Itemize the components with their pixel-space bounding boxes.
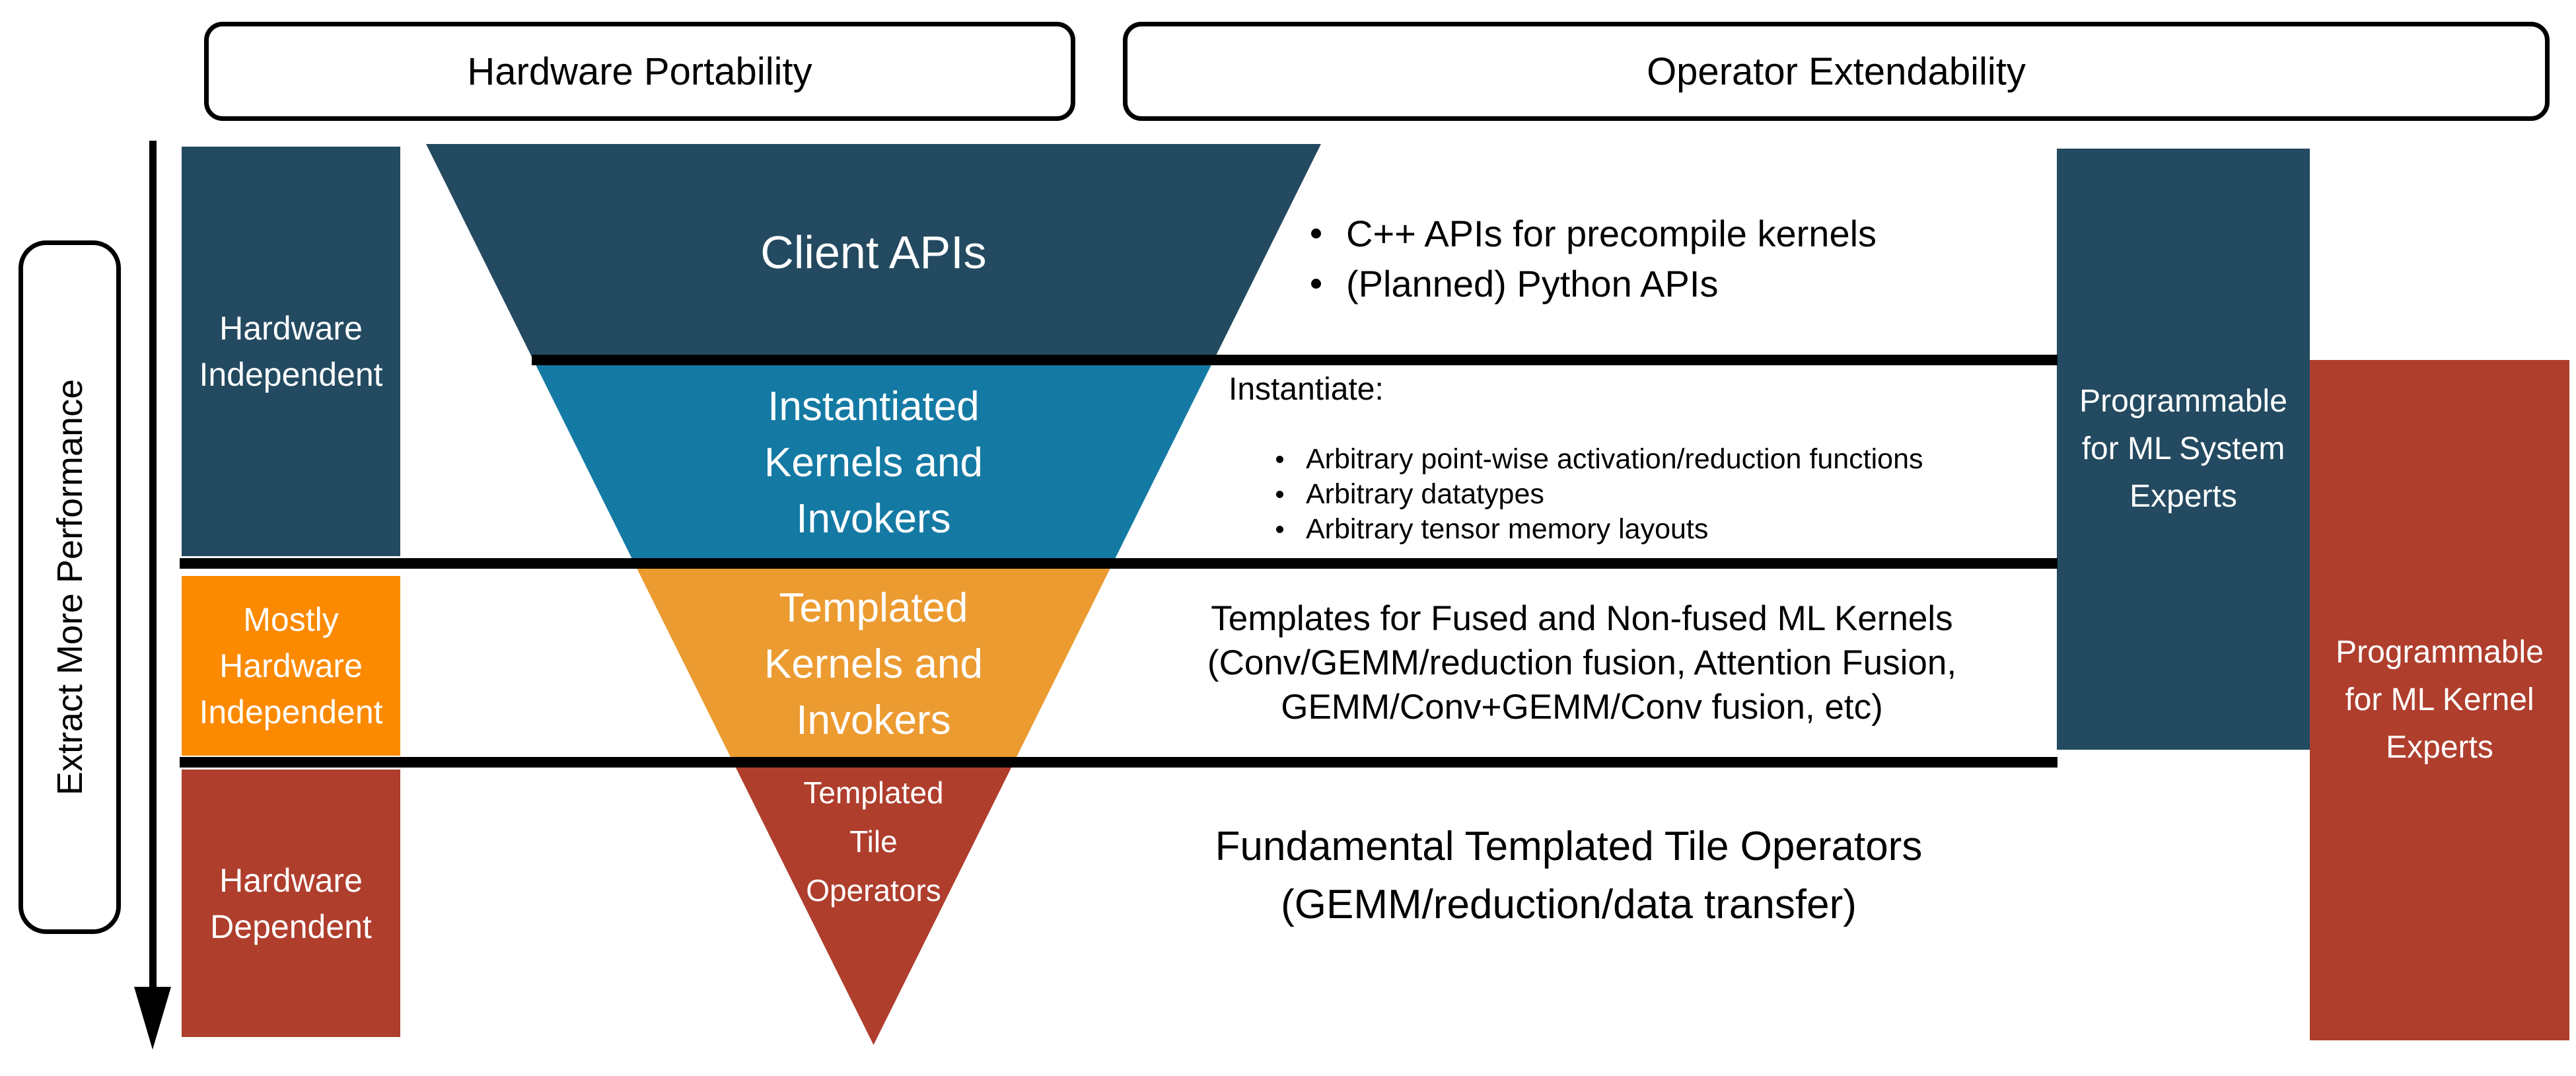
bullet-icon (1276, 526, 1283, 533)
left-box-hardware-dependent: Hardware Dependent (182, 770, 400, 1037)
funnel-label-line: Instantiated (768, 383, 980, 429)
bullet-text: Arbitrary point-wise activation/reductio… (1306, 443, 1923, 475)
fundamental-annotation-line: (GEMM/reduction/data transfer) (1281, 882, 1857, 927)
right-box-label-line: for ML Kernel (2345, 682, 2534, 717)
separator-line-1 (532, 355, 2057, 365)
right-box-label-line: Programmable (2079, 384, 2287, 419)
performance-arrow-line (149, 141, 157, 991)
funnel-layer-client-apis (426, 144, 1321, 361)
left-box-label-line: Mostly (243, 601, 339, 638)
left-box-mostly-hardware-independent: Mostly Hardware Independent (182, 576, 400, 756)
funnel-label-line: Client APIs (760, 227, 987, 278)
bullet-icon (1311, 228, 1321, 238)
funnel-label-line: Tile (849, 824, 898, 859)
funnel-label-line: Kernels and (764, 641, 983, 687)
bullet-text: Arbitrary datatypes (1306, 478, 1544, 510)
client-api-bullet-list: C++ APIs for precompile kernels (Planned… (1311, 208, 1877, 308)
list-item: Arbitrary datatypes (1276, 477, 1923, 512)
funnel-label-client-apis: Client APIs (426, 144, 1321, 361)
list-item: (Planned) Python APIs (1311, 258, 1877, 308)
fundamental-annotation: Fundamental Templated Tile Operators (GE… (1133, 818, 2005, 934)
funnel-label-line: Invokers (796, 495, 951, 542)
funnel-label-line: Kernels and (764, 439, 983, 485)
separator-line-2 (180, 558, 2057, 569)
list-item: Arbitrary point-wise activation/reductio… (1276, 442, 1923, 477)
funnel-label-line: Templated (779, 585, 968, 631)
instantiate-bullet-list: Arbitrary point-wise activation/reductio… (1276, 442, 1923, 547)
fundamental-annotation-line: Fundamental Templated Tile Operators (1215, 824, 1923, 869)
performance-arrow-head-icon (134, 987, 171, 1050)
list-item: C++ APIs for precompile kernels (1311, 208, 1877, 258)
templates-annotation: Templates for Fused and Non-fused ML Ker… (1143, 596, 2021, 729)
header-operator-extendability: Operator Extendability (1123, 22, 2550, 121)
left-box-label-line: Independent (199, 356, 383, 393)
right-box-ml-kernel-experts: Programmable for ML Kernel Experts (2310, 360, 2569, 1040)
performance-axis-label: Extract More Performance (50, 378, 90, 796)
funnel-label-instantiated-kernels: Instantiated Kernels and Invokers (426, 361, 1321, 564)
templates-annotation-line: GEMM/Conv+GEMM/Conv fusion, etc) (1281, 688, 1883, 727)
funnel-label-templated-tile-operators: Templated Tile Operators (426, 768, 1321, 915)
performance-axis-box: Extract More Performance (18, 240, 121, 934)
header-hardware-portability-label: Hardware Portability (467, 50, 812, 93)
right-box-label-line: for ML System (2081, 431, 2285, 466)
right-box-label-line: Experts (2386, 730, 2493, 765)
bullet-icon (1276, 456, 1283, 463)
right-box-label-line: Experts (2129, 479, 2237, 514)
bullet-icon (1311, 278, 1321, 289)
left-box-label-line: Hardware (219, 861, 363, 899)
right-box-ml-system-experts: Programmable for ML System Experts (2057, 149, 2310, 750)
list-item: Arbitrary tensor memory layouts (1276, 512, 1923, 547)
bullet-text: (Planned) Python APIs (1346, 262, 1719, 305)
templates-annotation-line: (Conv/GEMM/reduction fusion, Attention F… (1207, 643, 1957, 682)
right-box-label-line: Programmable (2336, 635, 2544, 670)
left-box-label-line: Independent (199, 694, 383, 731)
bullet-text: Arbitrary tensor memory layouts (1306, 513, 1709, 545)
bullet-text: C++ APIs for precompile kernels (1346, 212, 1877, 254)
templates-annotation-line: Templates for Fused and Non-fused ML Ker… (1211, 599, 1953, 638)
funnel-label-line: Operators (806, 873, 941, 908)
left-box-label-line: Dependent (210, 908, 372, 945)
left-box-hardware-independent: Hardware Independent (182, 147, 400, 556)
left-box-label-line: Hardware (219, 647, 363, 684)
separator-line-3 (180, 757, 2057, 768)
bullet-icon (1276, 491, 1283, 498)
funnel-label-templated-kernels: Templated Kernels and Invokers (426, 564, 1321, 764)
instantiate-heading: Instantiate: (1229, 372, 1384, 407)
header-hardware-portability: Hardware Portability (204, 22, 1075, 121)
funnel-label-line: Templated (803, 775, 944, 810)
funnel-label-line: Invokers (796, 697, 951, 743)
left-box-label-line: Hardware (219, 310, 363, 347)
header-operator-extendability-label: Operator Extendability (1647, 50, 2026, 93)
